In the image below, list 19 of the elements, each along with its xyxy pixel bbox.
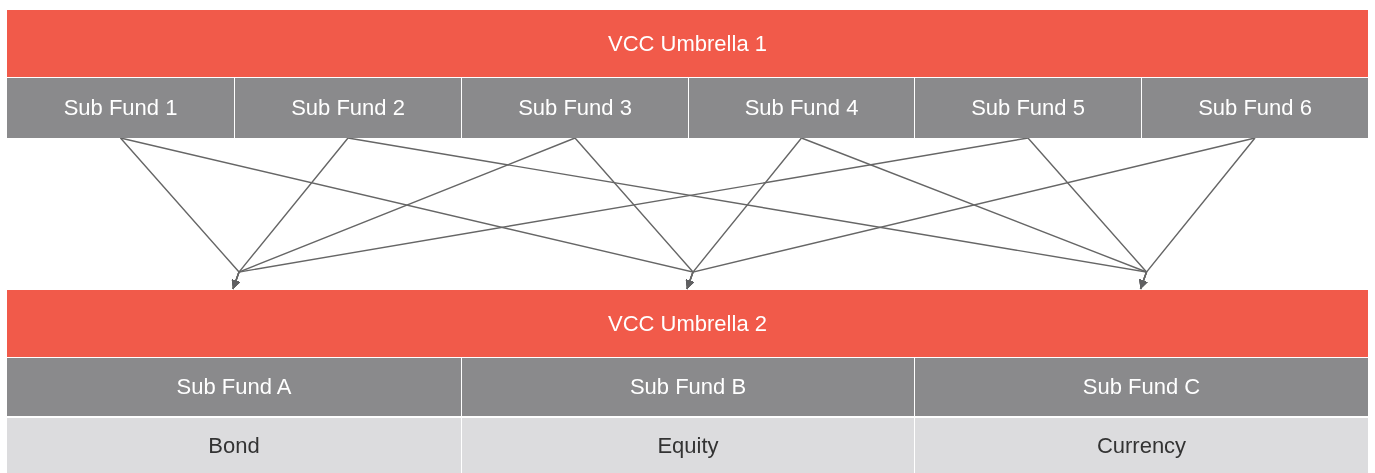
sub-fund-cell: Sub Fund 1 xyxy=(7,78,234,138)
asset-class-cell: Equity xyxy=(462,418,914,473)
sub-fund-cell: Sub Fund 5 xyxy=(915,78,1141,138)
sub-fund-cell: Sub Fund 6 xyxy=(1142,78,1368,138)
sub-fund-cell: Sub Fund A xyxy=(7,358,461,416)
sub-fund-cell: Sub Fund 3 xyxy=(462,78,688,138)
umbrella-title: VCC Umbrella 2 xyxy=(608,310,767,337)
sub-fund-cell: Sub Fund B xyxy=(462,358,914,416)
arrow xyxy=(685,137,1256,290)
sub-fund-cell: Sub Fund 4 xyxy=(689,78,914,138)
umbrella-title: VCC Umbrella 1 xyxy=(608,30,767,57)
umbrella-panel xyxy=(7,290,1368,473)
asset-class-cell: Currency xyxy=(915,418,1368,473)
arrow xyxy=(1139,137,1256,290)
umbrella-panel xyxy=(7,10,1368,138)
sub-fund-cell: Sub Fund C xyxy=(915,358,1368,416)
sub-fund-cell: Sub Fund 2 xyxy=(235,78,461,138)
asset-class-cell: Bond xyxy=(7,418,461,473)
arrow xyxy=(231,137,1029,290)
